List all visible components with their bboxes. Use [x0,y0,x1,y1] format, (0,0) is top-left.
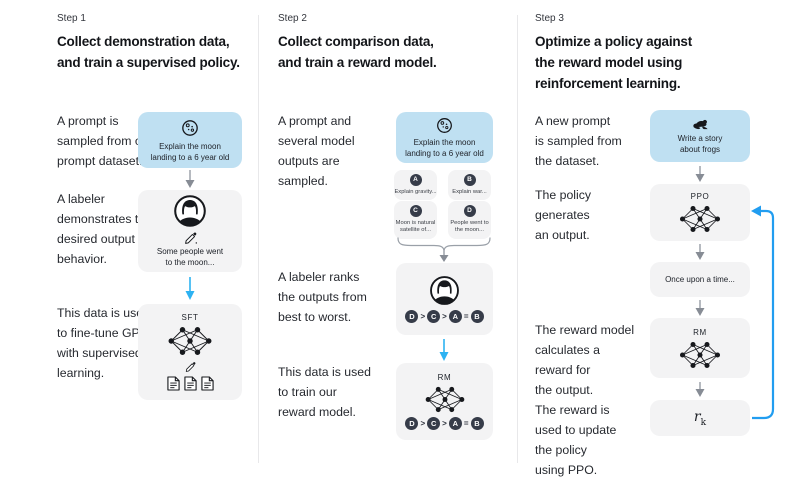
step2-caption-train: This data is used to train our reward mo… [278,365,371,419]
rank-badge: D [405,310,419,323]
step2-rm-box: RM D > C > A = B [396,363,493,440]
pencil-icon [183,230,197,244]
option-b-badge: B [463,174,476,186]
rank-separator: > [442,312,447,321]
rank-badge: C [427,310,441,323]
rank-badge: C [427,417,441,430]
moon-icon [435,116,454,135]
step3-reward-box: rk [650,400,750,436]
step3-rm-box: RM [650,318,750,378]
down-arrow-icon [695,382,705,397]
output-option-a: A Explain gravity... [394,170,437,200]
step3-caption-policy: The policy generates an output. [535,188,592,242]
rank-separator: > [420,312,426,321]
output-option-c: C Moon is natural satellite of... [394,201,437,239]
step2-label: Step 2 [278,13,307,24]
ranking-row: D > C > A = B [405,310,484,323]
neural-net-icon [679,341,721,369]
option-d-label: People went to the moon... [450,220,489,233]
step1-labeler-box: Some people went to the moon... [138,190,242,272]
step3-caption-prompt: A new prompt is sampled from the dataset… [535,114,622,168]
step3-output-box: Once upon a time... [650,262,750,297]
step1-label: Step 1 [57,13,86,24]
rank-badge: A [448,310,462,323]
ppo-label: PPO [690,192,710,201]
rank-badge: D [405,417,419,430]
step3-caption-update: The reward is used to update the policy … [535,403,617,477]
column-divider-1 [258,15,259,463]
sft-label: SFT [181,313,199,322]
option-c-label: Moon is natural satellite of... [395,220,436,233]
neural-net-icon [679,205,721,233]
moon-icon [180,118,200,138]
step3-label: Step 3 [535,13,564,24]
step3-title: Optimize a policy against the reward mod… [535,34,693,91]
option-d-badge: D [463,205,476,217]
rm-label: RM [437,373,452,382]
step1-title: Collect demonstration data, and train a … [57,34,240,70]
frog-icon [692,118,709,130]
step2-prompt-box: Explain the moon landing to a 6 year old [396,112,493,163]
ranking-row: D > C > A = B [405,417,484,430]
rank-badge: B [470,310,484,323]
option-c-badge: C [409,205,422,217]
output-option-d: D People went to the moon... [448,201,491,239]
column-divider-2 [517,15,518,463]
step1-sft-box: SFT [138,304,242,400]
step1-caption-labeler: A labeler demonstrates the desired outpu… [57,192,152,266]
feedback-loop-arrow [751,205,775,420]
step1-labeler-text: Some people went to the moon... [156,247,224,267]
output-option-b: B Explain war... [448,170,491,200]
labeler-icon [173,194,207,228]
step3-prompt-box: Write a story about frogs [650,110,750,162]
down-arrow-icon [185,170,195,188]
rank-separator: = [463,312,469,321]
labeler-icon [429,275,460,306]
step2-caption-prompt: A prompt and several model outputs are s… [278,114,355,188]
step1-prompt-box: Explain the moon landing to a 6 year old [138,112,242,168]
step3-output-text: Once upon a time... [665,275,735,284]
step3-caption-reward: The reward model calculates a reward for… [535,323,635,397]
step3-ppo-box: PPO [650,184,750,241]
down-arrow-icon [695,244,705,260]
step1-prompt-text: Explain the moon landing to a 6 year old [150,141,230,162]
documents-icon [166,376,214,391]
step1-caption-prompt: A prompt is sampled from our prompt data… [57,114,153,168]
down-arrow-icon [439,249,449,262]
rank-badge: A [448,417,462,430]
down-arrow-icon [185,277,195,300]
step2-prompt-text: Explain the moon landing to a 6 year old [405,138,484,158]
step3-prompt-text: Write a story about frogs [677,133,723,154]
rank-separator: > [420,419,426,428]
down-arrow-icon [695,166,705,182]
rank-separator: = [463,419,469,428]
down-arrow-icon [695,300,705,316]
neural-net-icon [425,386,465,413]
rank-badge: B [470,417,484,430]
rm-label: RM [693,327,707,337]
reward-symbol: rk [693,408,707,428]
rank-separator: > [442,419,447,428]
option-a-badge: A [409,174,422,186]
step2-caption-rank: A labeler ranks the outputs from best to… [278,270,367,324]
option-a-label: Explain gravity... [394,189,437,195]
step2-labeler-box: D > C > A = B [396,263,493,335]
option-b-label: Explain war... [452,189,487,195]
down-arrow-icon [439,339,449,361]
pencil-icon [184,360,196,372]
step2-title: Collect comparison data, and train a rew… [278,34,437,70]
neural-net-icon [168,326,212,356]
